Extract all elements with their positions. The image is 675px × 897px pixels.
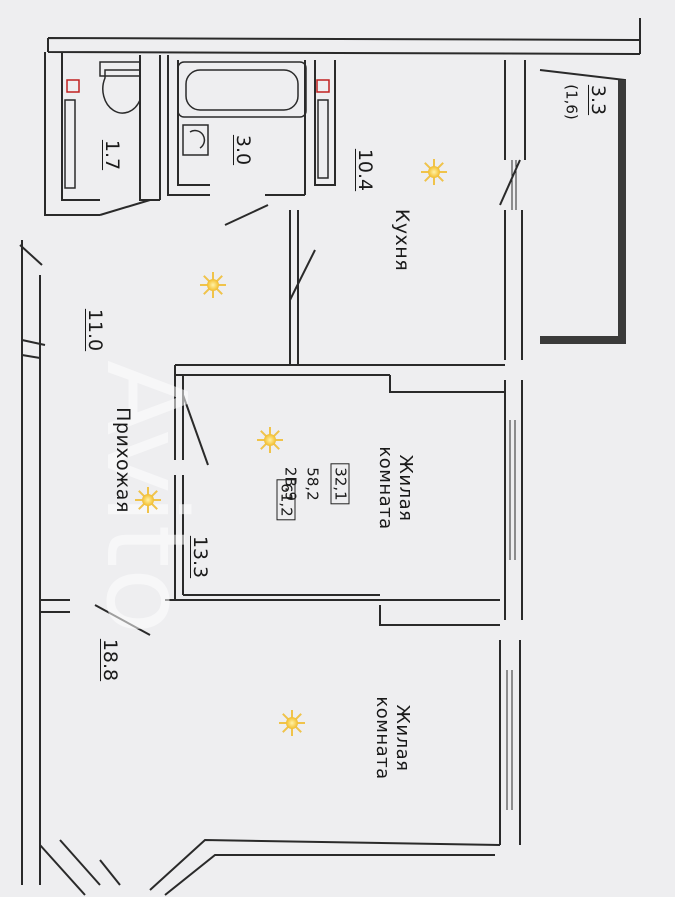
wall-hall [21,339,70,613]
area-living1: 13.3 [189,535,211,579]
door-bottom [99,859,121,886]
area-balcony: 3.3 [587,84,609,116]
door-bathroom [224,204,269,226]
door-kitchen [289,249,316,301]
door-entry [19,244,43,266]
ceiling-lamp-icon [257,427,283,453]
balcony-rail [540,80,626,344]
door-room2 [94,604,151,636]
room-name-hall: Прихожая [112,407,134,513]
wall-shaft [314,60,336,186]
ceiling-lamp-icon [135,487,161,513]
ceiling-lamp-icon [421,159,447,185]
balcony [539,69,626,341]
wall-toilet [44,52,161,216]
door-toilet [99,199,151,216]
area-hall: 11.0 [84,308,106,352]
wall-partition-2 [165,594,500,626]
radiator [64,99,76,189]
sink-icon [182,124,209,156]
room-name-kitchen: Кухня [391,208,413,272]
window-lines [506,160,517,810]
wall-left [21,240,41,885]
door-balcony [499,159,521,206]
wall-room1-left [174,365,184,600]
room-name-living1: Жилая комната [375,446,416,530]
wall-kitchen [289,210,299,365]
area-living2: 18.8 [99,638,121,682]
total-area-no-balcony: 58,2 [303,467,322,501]
total-area: 61,2 [276,479,296,521]
door-room1 [182,394,209,466]
room-name-living2: Жилая комната [372,696,413,780]
ceiling-lamp-icon [279,710,305,736]
bathtub-icon [177,61,307,118]
area-bathroom: 3.0 [232,134,254,166]
wall-bottom [39,838,501,896]
ceiling-lamp-icon [200,272,226,298]
area-kitchen: 10.4 [354,148,376,192]
wall-bathroom [167,55,306,196]
area-toilet: 1.7 [101,139,123,171]
riser-icon [66,79,80,93]
wall-right [499,60,526,845]
area-balcony-reduced: (1,6) [562,84,581,120]
wall-top [47,18,641,55]
wall-partition-1 [175,364,505,393]
toilet-icon [102,69,141,114]
living-area: 32,1 [330,463,350,505]
